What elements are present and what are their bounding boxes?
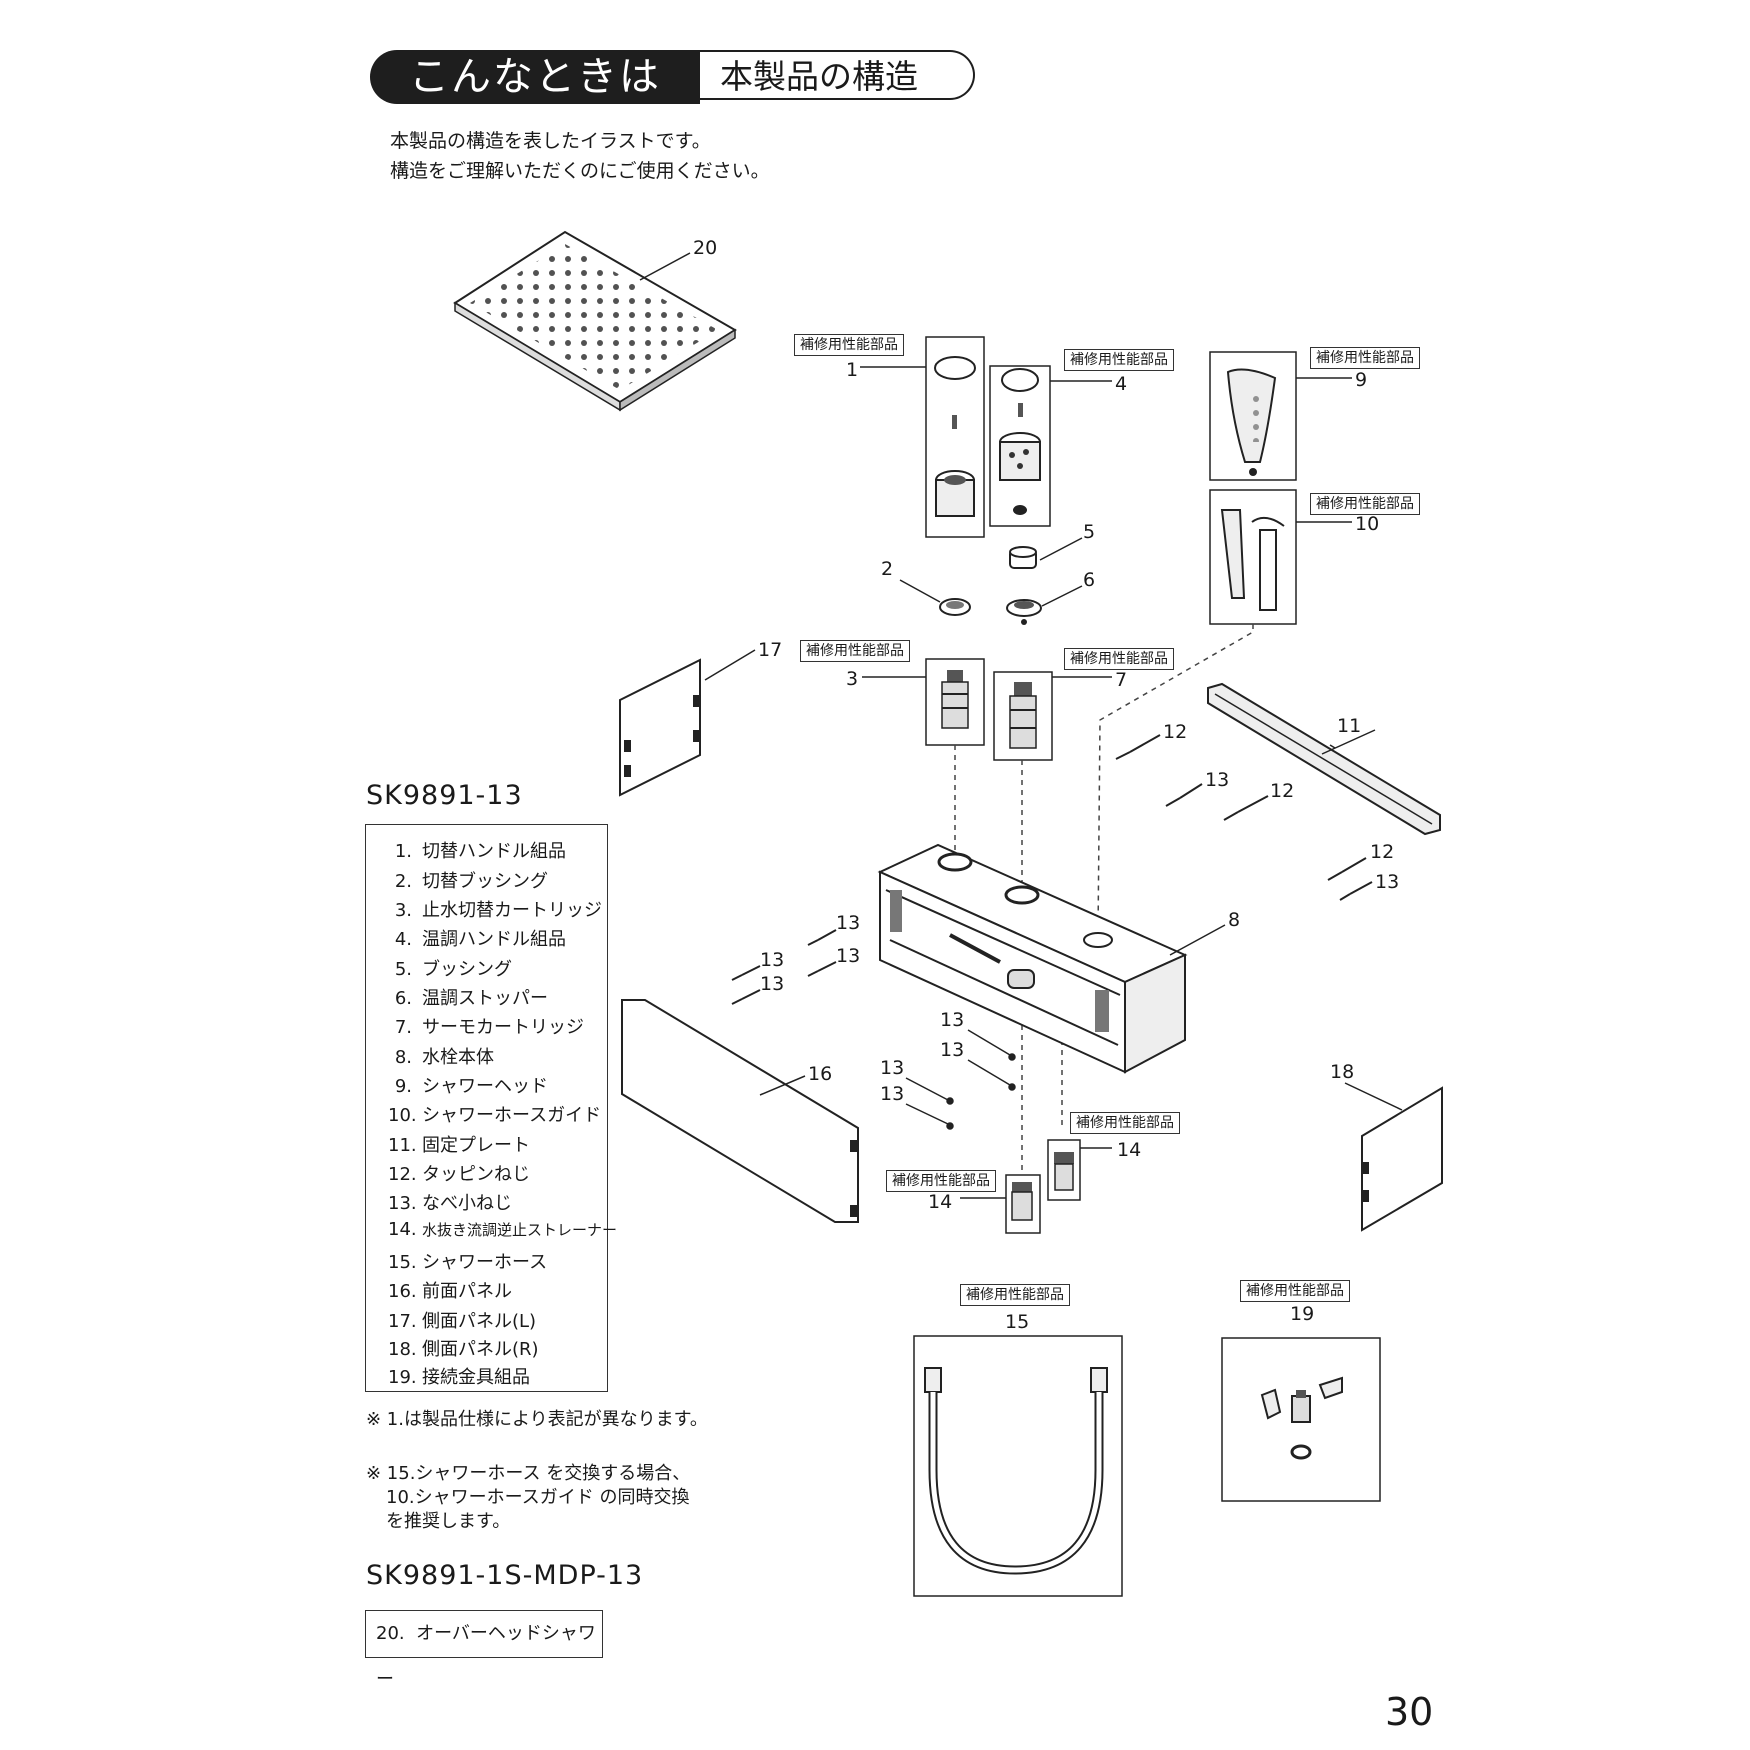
- temperature-stopper-illustration: [1006, 585, 1083, 625]
- temperature-handle-illustration: [989, 365, 1112, 527]
- repair-tag-1: 補修用性能部品: [794, 334, 904, 356]
- callout-13b: 13: [1375, 871, 1399, 893]
- part-row: 16.前面パネル: [388, 1281, 512, 1302]
- note-2-line-2: 10.シャワーホースガイド の同時交換: [386, 1487, 690, 1508]
- part-row: 8.水栓本体: [394, 1047, 494, 1068]
- callout-15: 15: [1005, 1311, 1029, 1333]
- callout-3: 3: [846, 668, 858, 690]
- model-a-title: SK9891-13: [366, 780, 523, 811]
- callout-18: 18: [1330, 1061, 1354, 1083]
- section-title: こんなときは: [370, 50, 700, 104]
- callout-13j: 13: [880, 1083, 904, 1105]
- callout-19: 19: [1290, 1303, 1314, 1325]
- part-row: 6.温調ストッパー: [394, 988, 548, 1009]
- overhead-shower-illustration: [453, 230, 737, 412]
- stop-switch-cartridge-illustration: [862, 658, 985, 746]
- part-row: 18.側面パネル(R): [388, 1339, 539, 1360]
- part-row: 15.シャワーホース: [388, 1252, 548, 1273]
- fixing-plate-illustration: [1207, 682, 1441, 836]
- callout-12c: 12: [1370, 841, 1394, 863]
- tapping-screws: [1115, 734, 1367, 881]
- side-panel-right-illustration: [1344, 1082, 1443, 1232]
- callout-12b: 12: [1270, 780, 1294, 802]
- note-1: ※ 1.は製品仕様により表記が異なります。: [366, 1409, 708, 1430]
- part-row: 4.温調ハンドル組品: [394, 929, 566, 950]
- part-row: 7.サーモカートリッジ: [394, 1017, 584, 1038]
- section-subtitle: 本製品の構造: [700, 50, 975, 100]
- repair-tag-3: 補修用性能部品: [800, 640, 910, 662]
- part-row: 19.接続金具組品: [388, 1367, 530, 1388]
- part-row: 1.切替ハンドル組品: [394, 841, 566, 862]
- side-panel-left-illustration: [619, 649, 756, 797]
- callout-5: 5: [1083, 521, 1095, 543]
- callout-10: 10: [1355, 513, 1379, 535]
- repair-tag-9: 補修用性能部品: [1310, 347, 1420, 369]
- callout-13h: 13: [940, 1039, 964, 1061]
- parts-list: 1.切替ハンドル組品 2.切替ブッシング 3.止水切替カートリッジ 4.温調ハン…: [365, 824, 617, 1392]
- callout-8: 8: [1228, 909, 1240, 931]
- callout-11: 11: [1337, 715, 1361, 737]
- callout-9: 9: [1355, 369, 1367, 391]
- callout-14a: 14: [1117, 1139, 1141, 1161]
- part-row: 14.水抜き流調逆止ストレーナー: [388, 1219, 618, 1240]
- part-row: 12.タッピンねじ: [388, 1164, 530, 1185]
- thermo-cartridge-illustration: [993, 671, 1112, 761]
- faucet-body-illustration: [877, 843, 1226, 1074]
- callout-20: 20: [693, 237, 717, 259]
- callout-6: 6: [1083, 569, 1095, 591]
- part-row: 13.なべ小ねじ: [388, 1193, 512, 1214]
- part-row: 5.ブッシング: [394, 959, 512, 980]
- callout-13a: 13: [1205, 769, 1229, 791]
- part-row: 10.シャワーホースガイド: [388, 1105, 602, 1126]
- callout-13g: 13: [940, 1009, 964, 1031]
- part-row: 3.止水切替カートリッジ: [394, 900, 602, 921]
- callout-1: 1: [846, 359, 858, 381]
- hose-guide-illustration: [1209, 489, 1352, 625]
- fitting-set-illustration: [1221, 1337, 1381, 1502]
- callout-4: 4: [1115, 373, 1127, 395]
- repair-tag-4: 補修用性能部品: [1064, 349, 1174, 371]
- repair-tag-14b: 補修用性能部品: [886, 1170, 996, 1192]
- callout-16: 16: [808, 1063, 832, 1085]
- page-number: 30: [1385, 1690, 1434, 1734]
- switch-bushing-illustration: [899, 579, 971, 616]
- repair-tag-10: 補修用性能部品: [1310, 493, 1420, 515]
- callout-13c: 13: [836, 912, 860, 934]
- model-b-title: SK9891-1S-MDP-13: [366, 1560, 644, 1591]
- note-2-line-1: ※ 15.シャワーホース を交換する場合、: [366, 1463, 691, 1484]
- callout-12a: 12: [1163, 721, 1187, 743]
- repair-tag-14a: 補修用性能部品: [1070, 1112, 1180, 1134]
- small-screws-lower: [905, 1029, 1016, 1130]
- switch-handle-illustration: [860, 336, 985, 538]
- callout-2: 2: [881, 558, 893, 580]
- bushing-illustration: [1009, 537, 1083, 569]
- part-20-box: 20. オーバーヘッドシャワー: [365, 1610, 603, 1690]
- repair-tag-7: 補修用性能部品: [1064, 648, 1174, 670]
- callout-13d: 13: [836, 945, 860, 967]
- callout-13e: 13: [760, 949, 784, 971]
- callout-14b: 14: [928, 1191, 952, 1213]
- front-panel-illustration: [621, 999, 859, 1223]
- strainer-b-illustration: [960, 1174, 1041, 1234]
- repair-tag-19: 補修用性能部品: [1240, 1280, 1350, 1302]
- part-row: 2.切替ブッシング: [394, 871, 548, 892]
- callout-7: 7: [1115, 669, 1127, 691]
- intro-line-2: 構造をご理解いただくのにご使用ください。: [390, 160, 770, 182]
- small-screws-upper: [1165, 783, 1373, 901]
- callout-13f: 13: [760, 973, 784, 995]
- intro-line-1: 本製品の構造を表したイラストです。: [390, 130, 711, 152]
- shower-head-illustration: [1209, 351, 1352, 481]
- small-screws-left: [731, 929, 837, 1005]
- note-2-line-3: を推奨します。: [386, 1511, 511, 1532]
- callout-13i: 13: [880, 1057, 904, 1079]
- shower-hose-illustration: [913, 1335, 1123, 1597]
- callout-17: 17: [758, 639, 782, 661]
- part-row: 11.固定プレート: [388, 1135, 530, 1156]
- part-row: 9.シャワーヘッド: [394, 1076, 548, 1097]
- strainer-a-illustration: [1047, 1139, 1112, 1201]
- repair-tag-15: 補修用性能部品: [960, 1284, 1070, 1306]
- part-row: 17.側面パネル(L): [388, 1311, 537, 1332]
